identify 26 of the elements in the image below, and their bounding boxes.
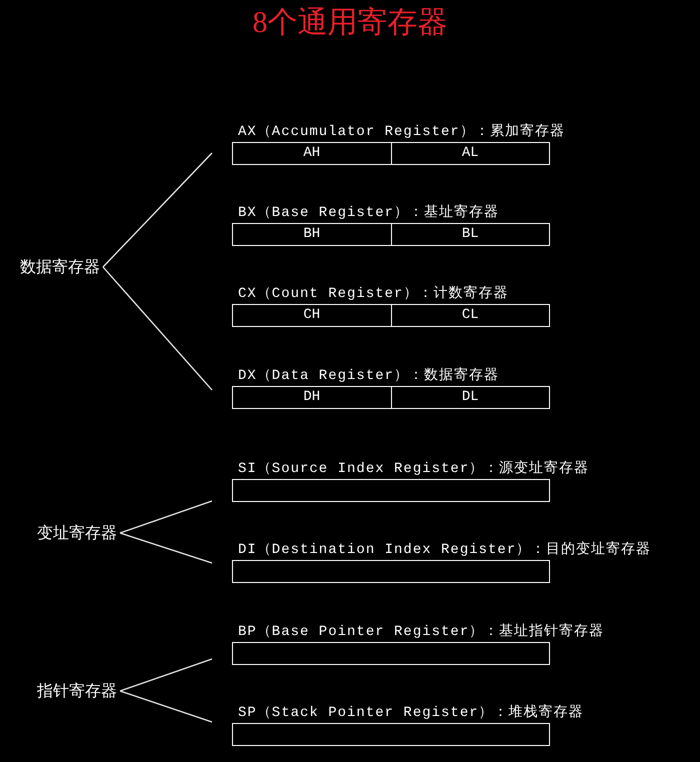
diagram-title: 8个通用寄存器 xyxy=(252,5,448,41)
register-half: CL xyxy=(390,305,549,326)
register-heading: DI（Destination Index Register）：目的变址寄存器 xyxy=(237,540,652,560)
group-label: 变址寄存器 xyxy=(37,522,117,544)
register-heading: SP（Stack Pointer Register）：堆栈寄存器 xyxy=(237,703,584,723)
connector-line xyxy=(102,152,212,268)
register-half: BH xyxy=(233,224,390,245)
register-half: CH xyxy=(233,305,390,326)
register-heading: SI（Source Index Register）：源变址寄存器 xyxy=(237,459,590,479)
register-heading: BP（Base Pointer Register）：基址指针寄存器 xyxy=(237,622,604,642)
connector-line xyxy=(120,500,212,534)
register-heading: AX（Accumulator Register）：累加寄存器 xyxy=(237,122,565,142)
connector-line xyxy=(120,658,212,692)
register-half: DL xyxy=(390,387,549,408)
register-heading: CX（Count Register）：计数寄存器 xyxy=(237,284,510,304)
connector-line xyxy=(102,266,212,390)
register-half: BL xyxy=(390,224,549,245)
group-label: 指针寄存器 xyxy=(37,680,117,702)
group-label: 数据寄存器 xyxy=(20,256,100,278)
connector-line xyxy=(120,690,212,723)
register-heading: BX（Base Register）：基址寄存器 xyxy=(237,203,500,223)
register-half: AH xyxy=(233,143,390,164)
register-half: DH xyxy=(233,387,390,408)
connector-line xyxy=(120,532,212,564)
register-half: AL xyxy=(390,143,549,164)
register-heading: DX（Data Register）：数据寄存器 xyxy=(237,366,500,386)
